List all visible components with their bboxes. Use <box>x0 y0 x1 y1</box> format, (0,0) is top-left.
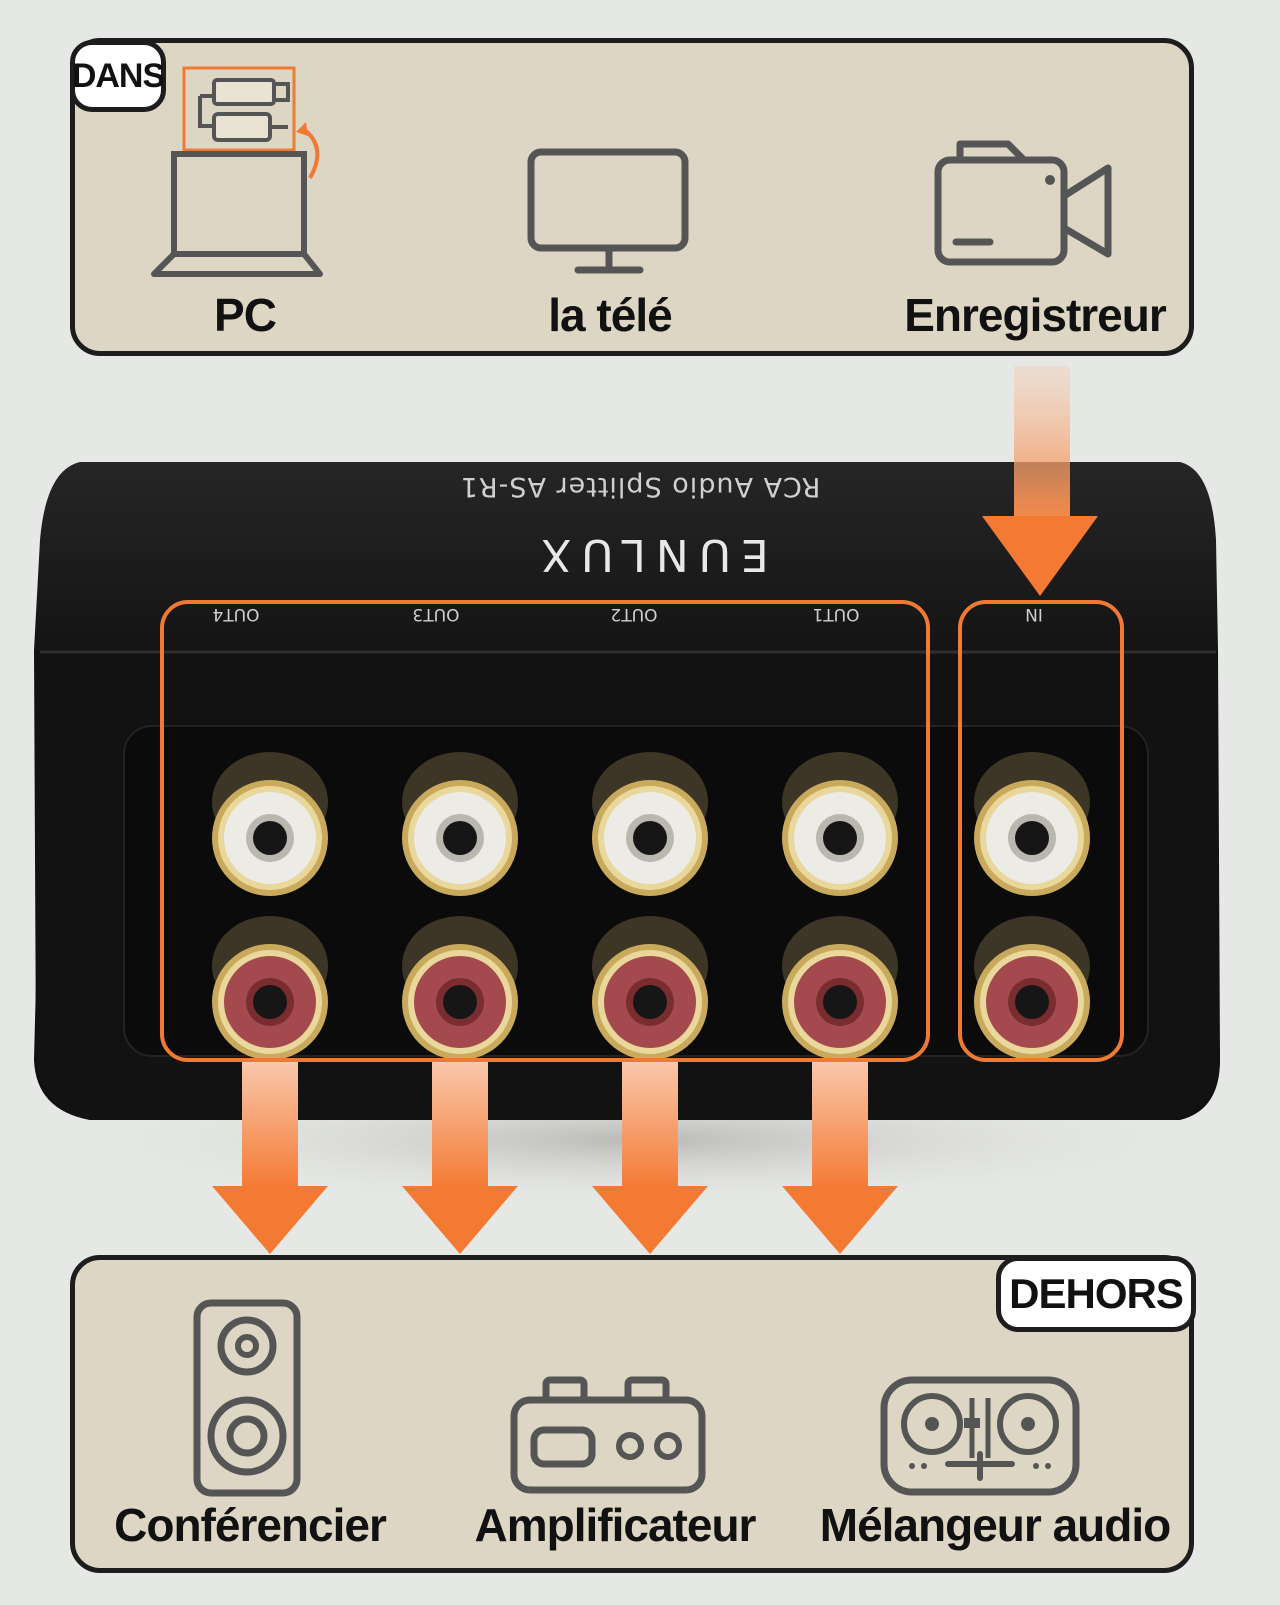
input-tag: DANS <box>70 40 166 112</box>
device-label-tv: la télé <box>548 289 672 341</box>
input-port-highlight <box>958 600 1124 1062</box>
output-tag: DEHORS <box>996 1256 1196 1332</box>
device-label-amplifier: Amplificateur <box>474 1499 757 1551</box>
rca-jack-out4-red <box>212 916 328 1060</box>
rca-jack-out3-white <box>402 752 518 896</box>
port-label-out4: OUT4 <box>212 604 259 624</box>
dj-mixer-icon <box>878 1374 1082 1498</box>
port-label-out1: OUT1 <box>812 604 859 624</box>
port-label-in: IN <box>1025 604 1043 624</box>
rca-jack-in-white <box>974 752 1090 896</box>
rca-jack-out2-red <box>592 916 708 1060</box>
device-label-mixer: Mélangeur audio <box>819 1499 1171 1551</box>
output-ports-highlight <box>160 600 930 1062</box>
device-label-pc: PC <box>214 289 277 341</box>
output-arrow-4 <box>782 1062 898 1254</box>
rca-jack-out3-red <box>402 916 518 1060</box>
rca-jack-out4-white <box>212 752 328 896</box>
brand-logo: EUNLUX <box>531 529 769 580</box>
rca-jack-out1-white <box>782 752 898 896</box>
amplifier-icon <box>508 1376 708 1496</box>
output-arrow-2 <box>402 1062 518 1254</box>
device-label-speaker: Conférencier <box>114 1499 387 1551</box>
device-label-recorder: Enregistreur <box>904 289 1167 341</box>
video-camera-icon <box>932 136 1118 272</box>
laptop-icon <box>150 66 340 286</box>
rca-jack-out1-red <box>782 916 898 1060</box>
rca-jack-out2-white <box>592 752 708 896</box>
model-text: RCA Audio Splitter AS-R1 <box>460 471 821 502</box>
output-arrow-3 <box>592 1062 708 1254</box>
monitor-icon <box>526 148 692 278</box>
input-arrow <box>982 366 1098 596</box>
speaker-icon <box>192 1298 302 1498</box>
output-arrow-1 <box>212 1062 328 1254</box>
port-label-out3: OUT3 <box>412 604 459 624</box>
port-label-out2: OUT2 <box>610 604 657 624</box>
rca-jack-in-red <box>974 916 1090 1060</box>
